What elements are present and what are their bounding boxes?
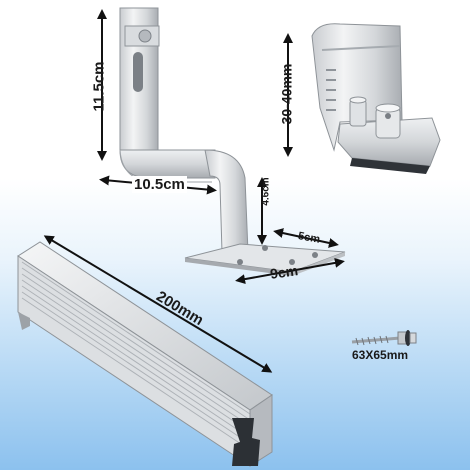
mounting-rail bbox=[17, 241, 273, 467]
label-hook-height: 11.5cm bbox=[90, 61, 108, 112]
dimension-lines bbox=[43, 8, 345, 373]
hook-slot bbox=[133, 52, 143, 92]
label-hook-offset: 4.6cm bbox=[260, 177, 272, 206]
dim-line-plate-width bbox=[273, 228, 339, 248]
label-clamp-range: 30-40mm bbox=[278, 63, 295, 125]
self-tapping-screw bbox=[351, 330, 417, 346]
label-screw-size: 63X65mm bbox=[352, 348, 409, 362]
end-clamp bbox=[311, 23, 441, 174]
dim-line-rail-length bbox=[43, 235, 273, 373]
label-hook-length: 10.5cm bbox=[132, 176, 187, 193]
